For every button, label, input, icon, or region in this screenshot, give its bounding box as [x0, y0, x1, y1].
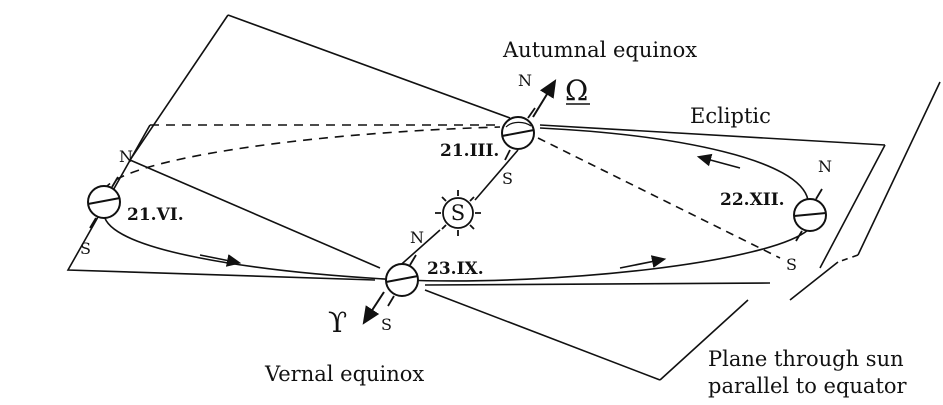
- north-pole-december: N: [818, 157, 832, 176]
- sun-axis-hidden: [537, 137, 781, 259]
- aries-arrow: [362, 291, 385, 325]
- orbit-back: [103, 126, 501, 191]
- equatorial-plane-hidden: [837, 254, 859, 263]
- south-pole-march: S: [502, 169, 513, 188]
- autumnal-equinox-label: Autumnal equinox: [502, 38, 697, 62]
- libra-arrow: [532, 79, 557, 118]
- ecliptic-plane: [66, 124, 886, 286]
- south-pole-december: S: [786, 255, 797, 274]
- earth-december: [793, 198, 827, 232]
- ecliptic-label: Ecliptic: [690, 104, 771, 128]
- pole-ticks: [89, 107, 823, 307]
- date-september: 23.IX.: [427, 259, 484, 279]
- motion-arrow-1: [199, 254, 242, 267]
- earth-june: [87, 185, 121, 219]
- earth-march: [501, 116, 535, 150]
- south-pole-june: S: [80, 239, 91, 258]
- north-pole-june: N: [119, 147, 133, 166]
- sun-symbol: S: [435, 190, 481, 236]
- motion-arrow-2: [619, 255, 667, 269]
- motion-arrow-3: [696, 153, 741, 169]
- plane-label-line1: Plane through sun: [708, 347, 904, 371]
- vernal-equinox-label: Vernal equinox: [264, 362, 424, 386]
- date-december: 22.XII.: [720, 190, 785, 210]
- south-pole-september: S: [381, 315, 392, 334]
- date-june: 21.VI.: [127, 205, 184, 225]
- equatorial-plane-edge: [659, 299, 749, 381]
- north-pole-march: N: [518, 71, 532, 90]
- aries-symbol: ϒ: [328, 306, 347, 339]
- sun-label: S: [451, 201, 465, 225]
- earth-september: [385, 263, 419, 297]
- plane-label-line2: parallel to equator: [708, 374, 908, 398]
- north-pole-september: N: [410, 228, 424, 247]
- equatorial-plane: [128, 14, 941, 381]
- date-march: 21.III.: [440, 141, 499, 161]
- libra-symbol: Ω: [565, 74, 588, 107]
